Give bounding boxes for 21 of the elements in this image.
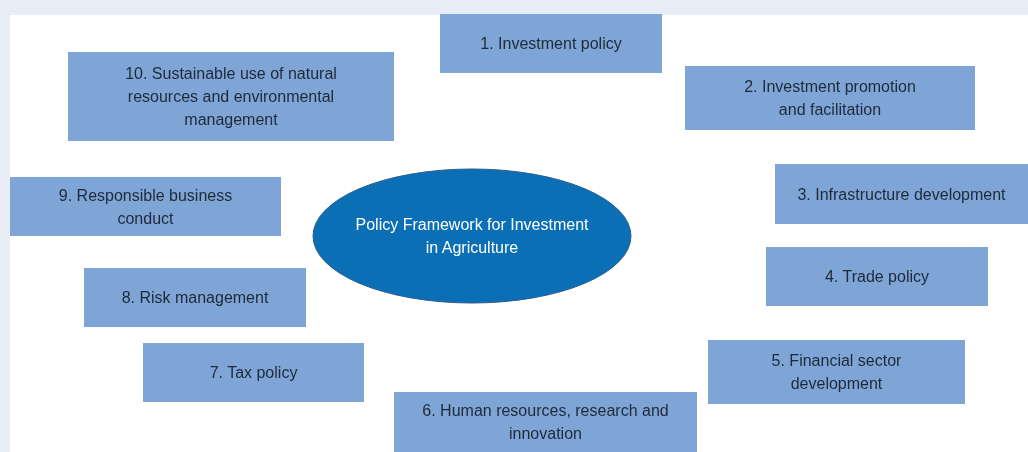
policy-area-label: 2. Investment promotion and facilitation: [743, 77, 917, 120]
policy-area-label: 8. Risk management: [121, 288, 269, 308]
policy-area-box: [68, 52, 394, 141]
policy-area-box: [775, 164, 1028, 224]
policy-area-label: 9. Responsible business conduct: [57, 185, 234, 229]
policy-area-box: [440, 14, 662, 73]
framework-title: Policy Framework for Investment in Agriculture: [354, 215, 590, 258]
policy-area-box: [143, 343, 364, 402]
policy-area-label: 5. Financial sector development: [770, 351, 903, 394]
policy-area-box: [766, 247, 988, 306]
policy-area-label: 1. Investment policy: [480, 34, 622, 54]
policy-area-label: 6. Human resources, research and innovation: [421, 401, 670, 444]
policy-area-box: [685, 66, 975, 130]
policy-area-label: 7. Tax policy: [209, 363, 298, 383]
policy-area-box: [10, 177, 281, 236]
policy-area-box: [394, 392, 697, 452]
policy-area-label: 4. Trade policy: [824, 267, 930, 287]
policy-area-label: 3. Infrastructure development: [797, 184, 1006, 205]
policy-area-box: [708, 340, 965, 404]
policy-area-box: [84, 268, 306, 327]
policy-area-label: 10. Sustainable use of natural resources and environmental management: [124, 64, 338, 130]
